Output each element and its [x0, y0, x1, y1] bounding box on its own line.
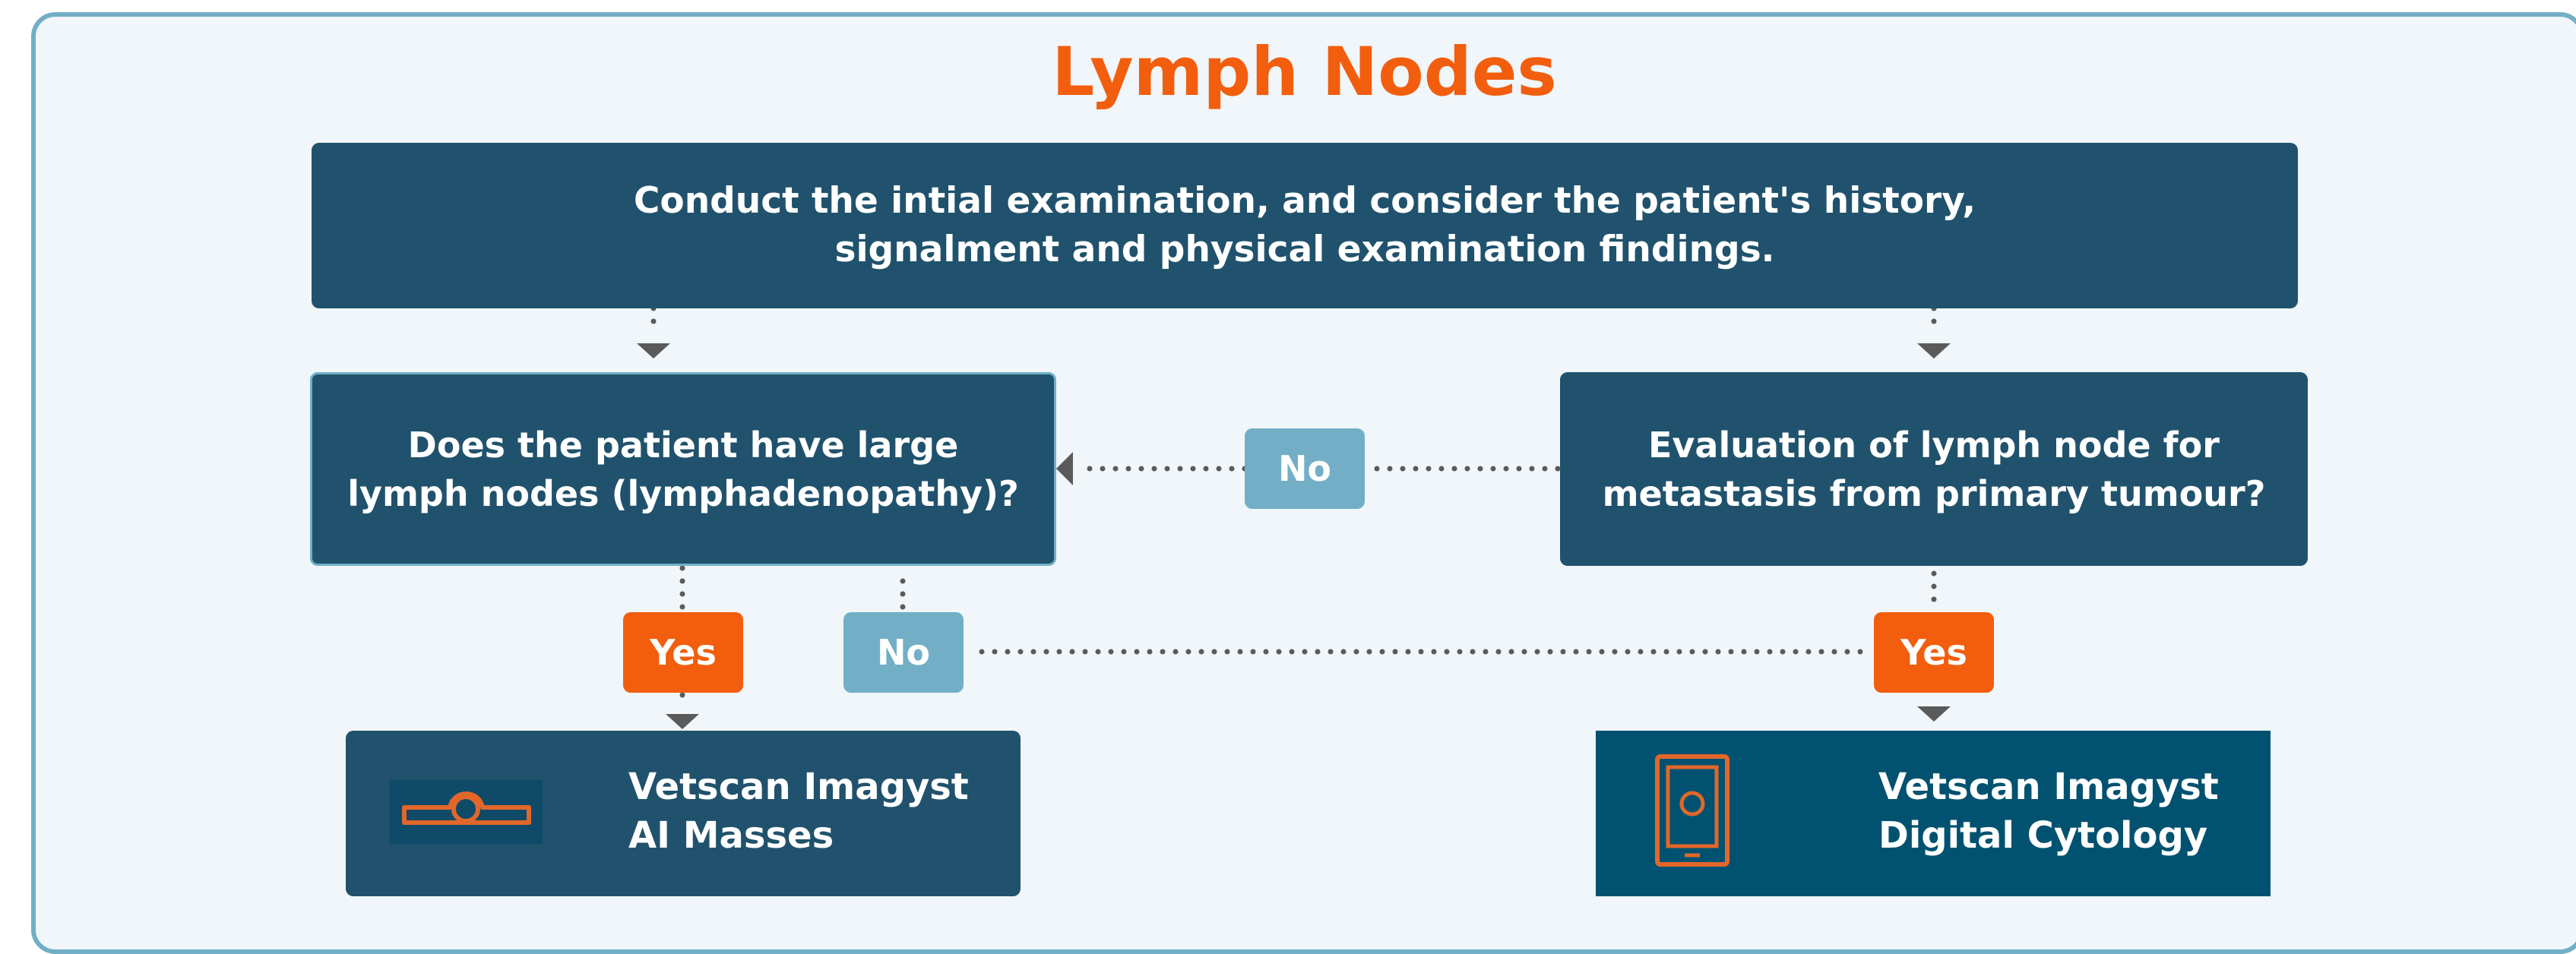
digital-cytology-label: Vetscan Imagyst Digital Cytology: [1878, 766, 2219, 857]
ai-masses-label: Vetscan Imagyst AI Masses: [628, 766, 969, 857]
metastasis-question-text: Evaluation of lymph node for metastasis …: [1602, 424, 2266, 514]
arrowhead-start-right: [1917, 343, 1951, 359]
start-step-text: Conduct the intial examination, and cons…: [633, 180, 1976, 270]
ai-masses-product-box: Vetscan Imagyst AI Masses: [346, 731, 1021, 896]
arrowhead-start-left: [637, 343, 670, 359]
start-step-box: Conduct the intial examination, and cons…: [312, 143, 2298, 308]
arrowhead-to-left-question: [1056, 452, 1073, 485]
digital-cytology-icon: [1655, 754, 1729, 867]
no-tag-left: No: [843, 612, 964, 693]
no-tag-middle: No: [1245, 428, 1365, 509]
lymphadenopathy-question-box: Does the patient have large lymph nodes …: [310, 372, 1056, 566]
diagram-title: Lymph Nodes: [1052, 33, 1557, 111]
digital-cytology-product-box: Vetscan Imagyst Digital Cytology: [1596, 731, 2271, 896]
yes-tag-right: Yes: [1874, 612, 1994, 693]
arrowhead-to-product-right: [1917, 706, 1951, 722]
yes-tag-left: Yes: [623, 612, 743, 693]
ai-masses-icon: [389, 780, 543, 844]
metastasis-question-box: Evaluation of lymph node for metastasis …: [1560, 372, 2308, 566]
lymphadenopathy-question-text: Does the patient have large lymph nodes …: [347, 424, 1019, 514]
arrowhead-to-product-left: [666, 714, 699, 729]
